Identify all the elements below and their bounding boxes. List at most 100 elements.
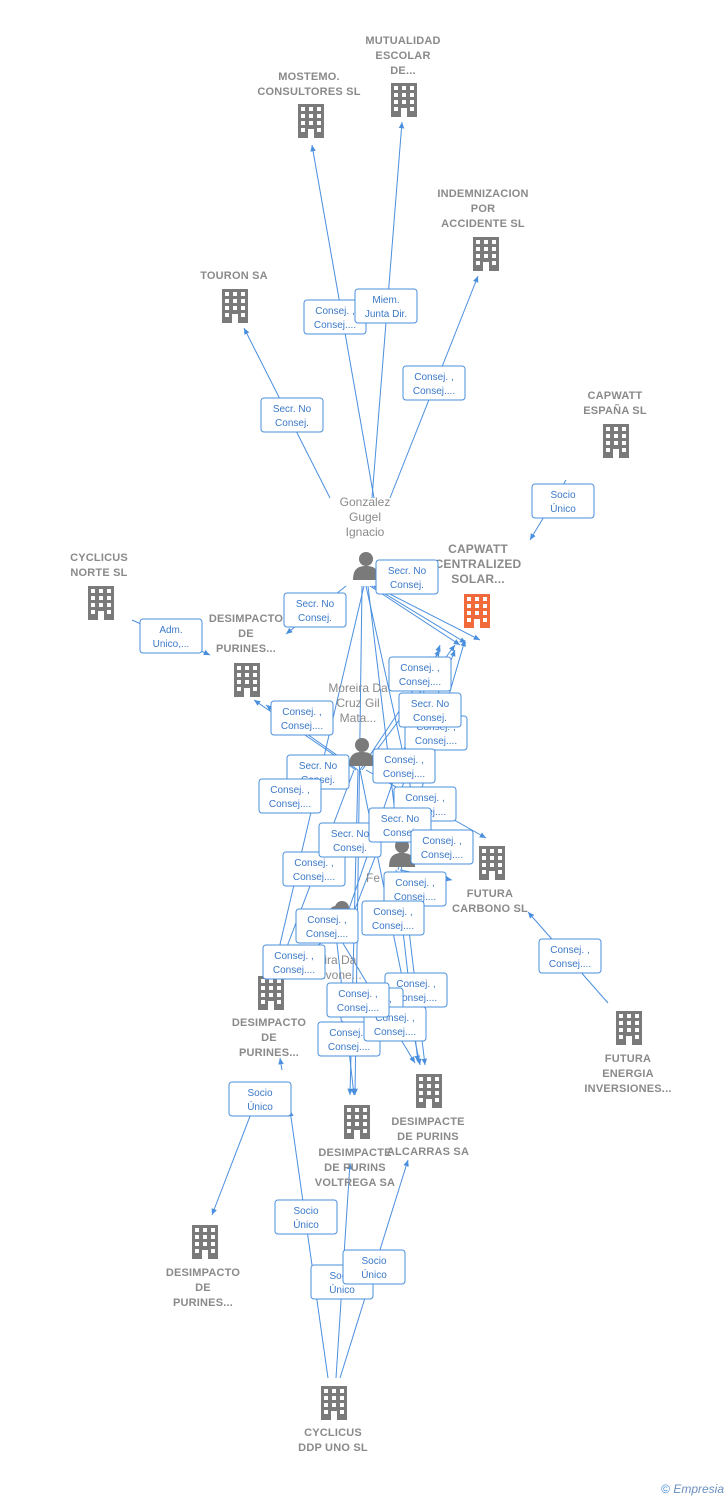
node-desimpacto-3[interactable]: DESIMPACTODEPURINES... bbox=[166, 1225, 241, 1309]
edge-label-text: Consej.... bbox=[395, 993, 437, 1004]
edge-label-text: Consej. , bbox=[422, 836, 461, 847]
edge-label[interactable]: Consej. , Consej.... bbox=[402, 365, 466, 401]
edge-label-text: Consej. , bbox=[414, 372, 453, 383]
edge-label[interactable]: Consej. ,Consej.... bbox=[282, 851, 346, 887]
edge-label-text: Consej.... bbox=[549, 959, 591, 970]
edge-label-text: Consej. , bbox=[405, 793, 444, 804]
edge-label-box bbox=[342, 1249, 406, 1285]
node-label: CYCLICUS bbox=[304, 1427, 362, 1439]
edge-label-text: Consej.... bbox=[413, 386, 455, 397]
edge-label[interactable]: Consej. ,Consej.... bbox=[388, 656, 452, 692]
node-cyclicus-norte[interactable]: CYCLICUS NORTE SL bbox=[70, 552, 128, 620]
node-label: SOLAR... bbox=[451, 572, 505, 586]
node-desimpacto-2[interactable]: DESIMPACTODEPURINES... bbox=[232, 976, 307, 1059]
node-label: CAPWATT bbox=[448, 542, 508, 556]
edge-label-text: Consej.... bbox=[374, 1027, 416, 1038]
node-label: PURINES... bbox=[173, 1297, 233, 1309]
node-label: INVERSIONES... bbox=[584, 1083, 671, 1095]
edge-label-text: Consej.... bbox=[337, 1003, 379, 1014]
edge-label[interactable]: Miem.Junta Dir. bbox=[354, 288, 418, 324]
building-icon bbox=[192, 1225, 218, 1259]
edge-label[interactable]: Consej. ,Consej.... bbox=[258, 778, 322, 814]
node-touron[interactable]: TOURON SA bbox=[200, 270, 268, 323]
credit[interactable]: © Empresia bbox=[661, 1482, 724, 1496]
edge-label-text: Consej.... bbox=[421, 850, 463, 861]
relation-edge bbox=[278, 1057, 284, 1071]
node-label: POR bbox=[471, 203, 495, 215]
edge-label-text: Consej.... bbox=[293, 872, 335, 883]
edge-label-text: Consej.... bbox=[306, 929, 348, 940]
edge-label[interactable]: Consej. , Consej.... bbox=[410, 829, 474, 865]
node-label: Gugel bbox=[349, 510, 381, 524]
edge-label[interactable]: Consej. ,Consej.... bbox=[361, 900, 425, 936]
node-label: FUTURA bbox=[605, 1053, 651, 1065]
edge-label-text: Consej. , bbox=[329, 1028, 368, 1039]
building-icon bbox=[344, 1105, 370, 1139]
building-icon bbox=[603, 424, 629, 458]
edge-label-box bbox=[388, 656, 452, 692]
edge-label-box bbox=[398, 692, 462, 728]
relation-edge bbox=[288, 1109, 329, 1379]
node-desimpacto-1[interactable]: DESIMPACTODEPURINES... bbox=[209, 613, 284, 697]
building-icon bbox=[473, 237, 499, 271]
node-label: NORTE SL bbox=[70, 567, 127, 579]
node-mostemo[interactable]: MOSTEMO.CONSULTORES SL bbox=[257, 71, 360, 138]
edge-label[interactable]: Consej. ,Consej.... bbox=[270, 700, 334, 736]
edge-label[interactable]: Adm.Unico,... bbox=[139, 618, 203, 654]
edge-label-text: Socio bbox=[293, 1206, 318, 1217]
edge-label[interactable]: Consej. , Consej.... bbox=[538, 938, 602, 974]
node-mutualidad[interactable]: MUTUALIDADESCOLARDE... bbox=[365, 35, 440, 117]
edge-label[interactable]: Consej. ,Consej.... bbox=[326, 982, 390, 1018]
person-icon bbox=[349, 738, 375, 766]
node-capwatt-cs[interactable]: CAPWATTCENTRALIZEDSOLAR... bbox=[435, 542, 522, 628]
edge-label-text: Socio bbox=[361, 1256, 386, 1267]
edge-label-box bbox=[531, 483, 595, 519]
edge-label-box bbox=[402, 365, 466, 401]
node-futura-energia[interactable]: FUTURAENERGIAINVERSIONES... bbox=[584, 1011, 671, 1095]
edge-label-box bbox=[283, 592, 347, 628]
edge-label-text: Consej. , bbox=[375, 1013, 414, 1024]
edge-label[interactable]: Consej. , Consej.... bbox=[262, 944, 326, 980]
edge-label-text: Socio bbox=[550, 490, 575, 501]
edge-label-box bbox=[274, 1199, 338, 1235]
edge-label-text: Consej.... bbox=[399, 677, 441, 688]
edge-label-text: Consej.... bbox=[394, 892, 436, 903]
node-fe-person[interactable]: Fe bbox=[329, 871, 380, 929]
edge-label-text: Consej. , bbox=[274, 951, 313, 962]
edge-label-text: Consej. , bbox=[550, 945, 589, 956]
edge-label[interactable]: Consej. ,Consej.... bbox=[372, 748, 436, 784]
node-label: MUTUALIDAD bbox=[365, 35, 440, 47]
nodes: MUTUALIDADESCOLARDE...MOSTEMO.CONSULTORE… bbox=[70, 35, 671, 1454]
relation-edge bbox=[369, 585, 461, 646]
building-icon bbox=[258, 976, 284, 1010]
node-label: Moreira Da bbox=[328, 681, 388, 695]
edge-label[interactable]: Consej. ,Consej.... bbox=[295, 908, 359, 944]
edge-label-text: Junta Dir. bbox=[365, 309, 407, 320]
edge-label-text: Consej. bbox=[383, 828, 417, 839]
node-label: ESPAÑA SL bbox=[583, 404, 647, 417]
building-icon bbox=[416, 1074, 442, 1108]
node-label: CYCLICUS bbox=[70, 552, 128, 564]
node-label: ALCARRAS SA bbox=[387, 1146, 469, 1158]
edge-label-text: Único bbox=[247, 1100, 273, 1113]
edge-label-text: Secr. No bbox=[331, 829, 370, 840]
edge-label-text: Socio bbox=[247, 1088, 272, 1099]
edge-label-text: Consej.... bbox=[273, 965, 315, 976]
edge-label-text: Secr. No bbox=[381, 814, 420, 825]
